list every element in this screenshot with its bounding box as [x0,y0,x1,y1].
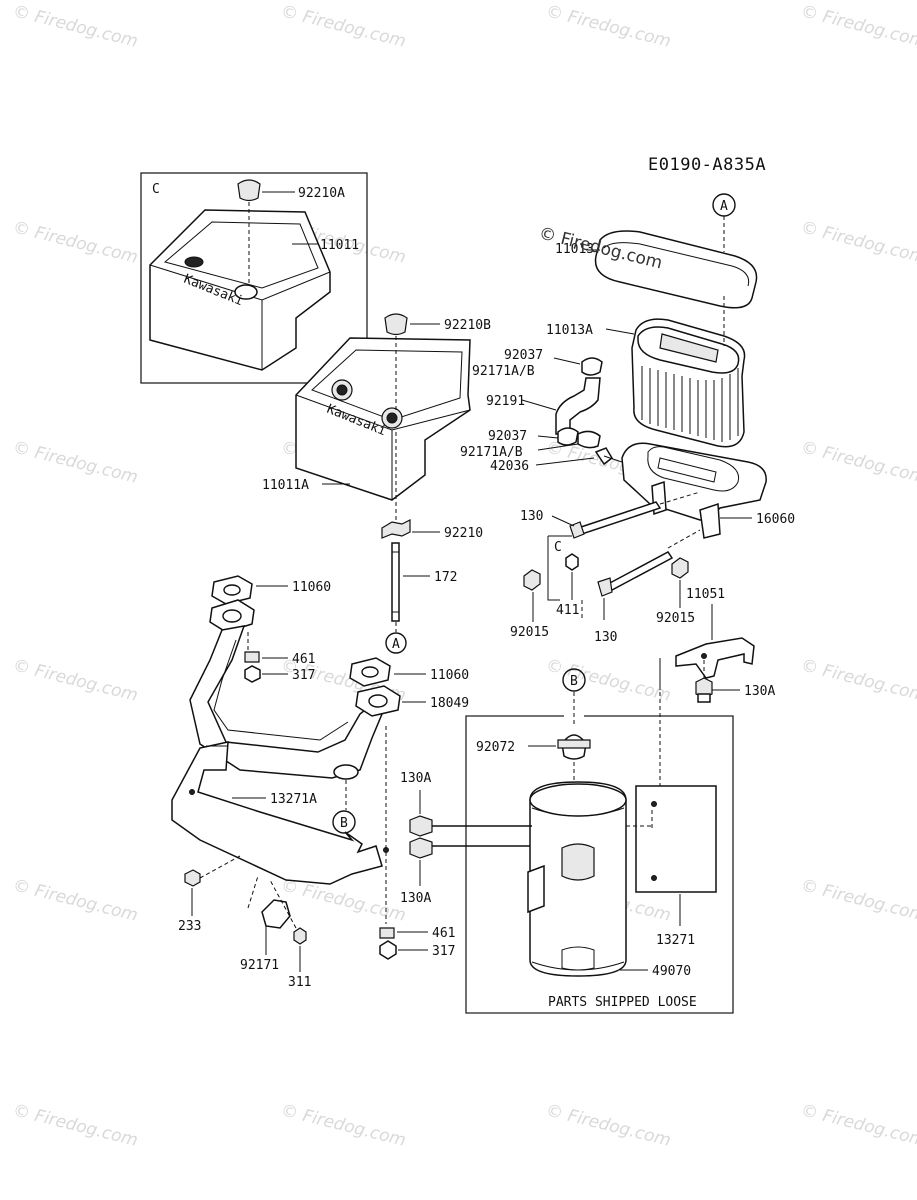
watermark: © Firedog.com [11,1100,140,1150]
watermark: © Firedog.com [544,1100,673,1150]
label-11013-overlap: 11013 [555,242,594,257]
label-11060-right: 11060 [430,668,469,683]
bolt-130-mid [606,551,674,591]
knob-92210a [237,179,261,202]
watermark: © Firedog.com [11,875,140,925]
label-317-bottom: 317 [432,944,455,959]
bolt-130a-upper [409,815,433,837]
breather-hose-92191 [555,377,601,435]
air-cleaner-cover: Kawasaki 11011A [262,337,471,501]
label-92210a: 92210A [298,186,345,201]
watermark: © Firedog.com [799,437,917,487]
label-11011a: 11011A [262,478,309,493]
watermark-layer: © Firedog.com © Firedog.com © Firedog.co… [11,1,917,1150]
gasket-11060 [211,575,253,605]
label-92072: 92072 [476,740,515,755]
clamp-92037-bottom [557,427,579,446]
watermark: © Firedog.com [11,437,140,487]
callout-b-muffler: B [570,674,578,689]
label-13271a: 13271A [270,792,317,807]
box-letter: C [152,182,160,197]
label-92171ab-top: 92171A/B [472,364,535,379]
label-92210: 92210 [444,526,483,541]
watermark: © Firedog.com [11,217,140,267]
diagram-code: E0190-A835A [648,155,766,175]
label-11060-top: 11060 [292,580,331,595]
label-92171ab-bottom: 92171A/B [460,445,523,460]
label-18049: 18049 [430,696,469,711]
label-49070: 49070 [652,964,691,979]
label-130a-upper: 130A [400,771,431,786]
bracket-11051: 11051 130A [659,587,775,703]
label-130-top: 130 [520,509,543,524]
label-92037-bottom: 92037 [488,429,527,444]
watermark: © Firedog.com [279,1,408,51]
watermark: © Firedog.com [799,655,917,705]
heat-shield-13271: 13271 [626,692,717,948]
clamp-92037-top [581,357,603,376]
pre-cleaner-11013: 11013 [555,230,758,309]
exhaust-pipe-assembly: 11060 11060 18049 B 461 317 [189,575,469,834]
watermark: © Firedog.com [799,1,917,51]
watermark: © Firedog.com [799,875,917,925]
callout-a-top: A [720,199,728,214]
label-92015-right: 92015 [656,611,695,626]
label-92210b: 92210B [444,318,491,333]
knob-92210b [384,313,408,336]
watermark: © Firedog.com [279,875,408,925]
label-c-small: C [554,540,562,555]
label-130a-right: 130A [744,684,775,699]
watermark: © Firedog.com [799,1100,917,1150]
label-411: 411 [556,603,579,618]
stud-172 [391,542,400,622]
label-92037-top: 92037 [504,348,543,363]
bolt-130a-lower [409,837,433,859]
nut-92015-right [671,557,689,579]
wing-nut-92210 [381,519,411,539]
inset-box-c: C Kawasaki 92210A 11011 [140,172,368,384]
watermark: © Firedog.com [544,1,673,51]
watermark: © Firedog.com [799,217,917,267]
label-130-mid: 130 [594,630,617,645]
shipped-loose-note: PARTS SHIPPED LOOSE [548,995,697,1010]
label-461-left: 461 [292,652,315,667]
label-130a-lower: 130A [400,891,431,906]
label-92015-left: 92015 [510,625,549,640]
label-317-left: 317 [292,668,315,683]
label-461-bottom: 461 [432,926,455,941]
label-16060: 16060 [756,512,795,527]
label-11051: 11051 [686,587,725,602]
bolt-130-top [576,501,662,535]
callout-a-bottom: A [392,637,400,652]
callout-b-exhaust: B [340,816,348,831]
air-filter-element-11013a: 11013A [546,296,746,448]
label-233: 233 [178,919,201,934]
heat-shield-13271a: 13271A 233 92171 311 [171,741,389,990]
label-92191: 92191 [486,394,525,409]
watermark: © Firedog.com [279,1100,408,1150]
watermark: © Firedog.com [11,655,140,705]
muffler-49070: 49070 [527,781,691,979]
parts-shipped-loose-box: PARTS SHIPPED LOOSE [465,715,734,1014]
clamp-92171 [261,899,291,929]
label-42036: 42036 [490,459,529,474]
label-92171: 92171 [240,958,279,973]
label-13271: 13271 [656,933,695,948]
label-311: 311 [288,975,311,990]
label-172: 172 [434,570,457,585]
label-11011: 11011 [320,238,359,253]
label-11013a: 11013A [546,323,593,338]
air-cleaner-base-16060: 16060 [621,442,795,539]
nut-92015-left [523,569,541,591]
watermark: © Firedog.com [11,1,140,51]
